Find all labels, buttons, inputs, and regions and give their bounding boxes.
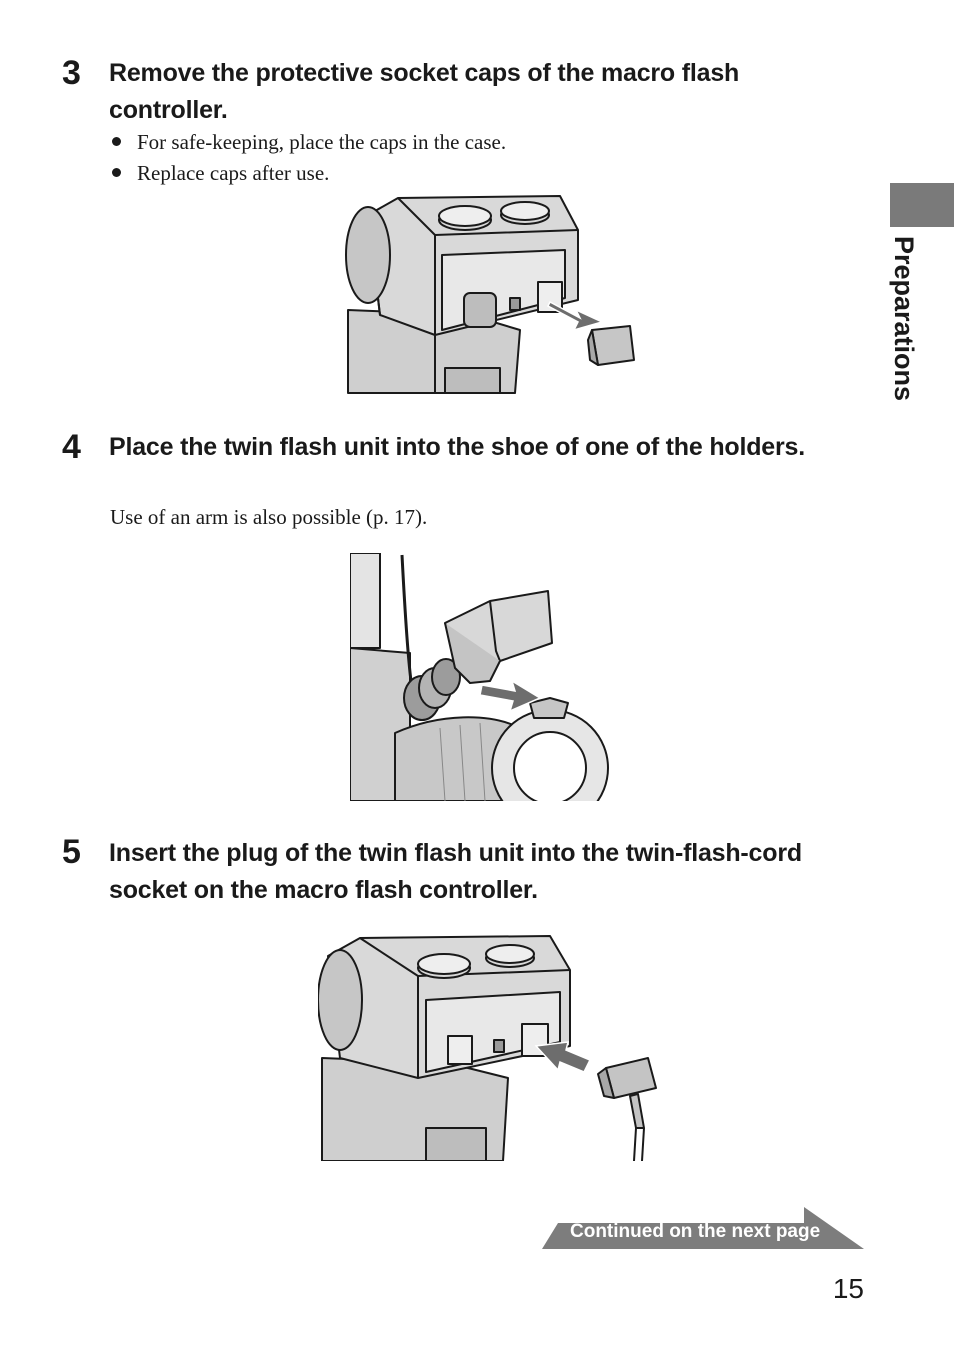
step-5-number: 5 xyxy=(62,833,81,871)
section-tab-marker xyxy=(890,183,954,227)
section-tab-label: Preparations xyxy=(889,236,919,402)
step-3-bullet-list: For safe-keeping, place the caps in the … xyxy=(110,127,506,189)
step-4-number: 4 xyxy=(62,428,81,466)
flash-cord-plug-insertion-illustration xyxy=(318,935,657,1161)
twin-flash-holder-illustration xyxy=(350,553,609,801)
flash-controller-cap-removal-illustration xyxy=(345,195,635,394)
step-4-body-text: Use of an arm is also possible (p. 17). xyxy=(110,505,428,529)
step-4-title: Place the twin flash unit into the shoe … xyxy=(109,433,805,461)
bullet-icon xyxy=(112,168,121,177)
step-3-number: 3 xyxy=(62,54,81,92)
continued-label: Continued on the next page xyxy=(570,1221,821,1242)
list-item: For safe-keeping, place the caps in the … xyxy=(110,127,506,158)
step-3-title: Remove the protective socket caps of the… xyxy=(109,59,740,124)
bullet-icon xyxy=(112,137,121,146)
continued-on-next-page-banner: Continued on the next page xyxy=(542,1207,864,1251)
arrow-banner-icon xyxy=(542,1207,864,1249)
step-5-title: Insert the plug of the twin flash unit i… xyxy=(109,839,802,904)
list-item: Replace caps after use. xyxy=(110,158,506,189)
page-number: 15 xyxy=(832,1273,864,1304)
